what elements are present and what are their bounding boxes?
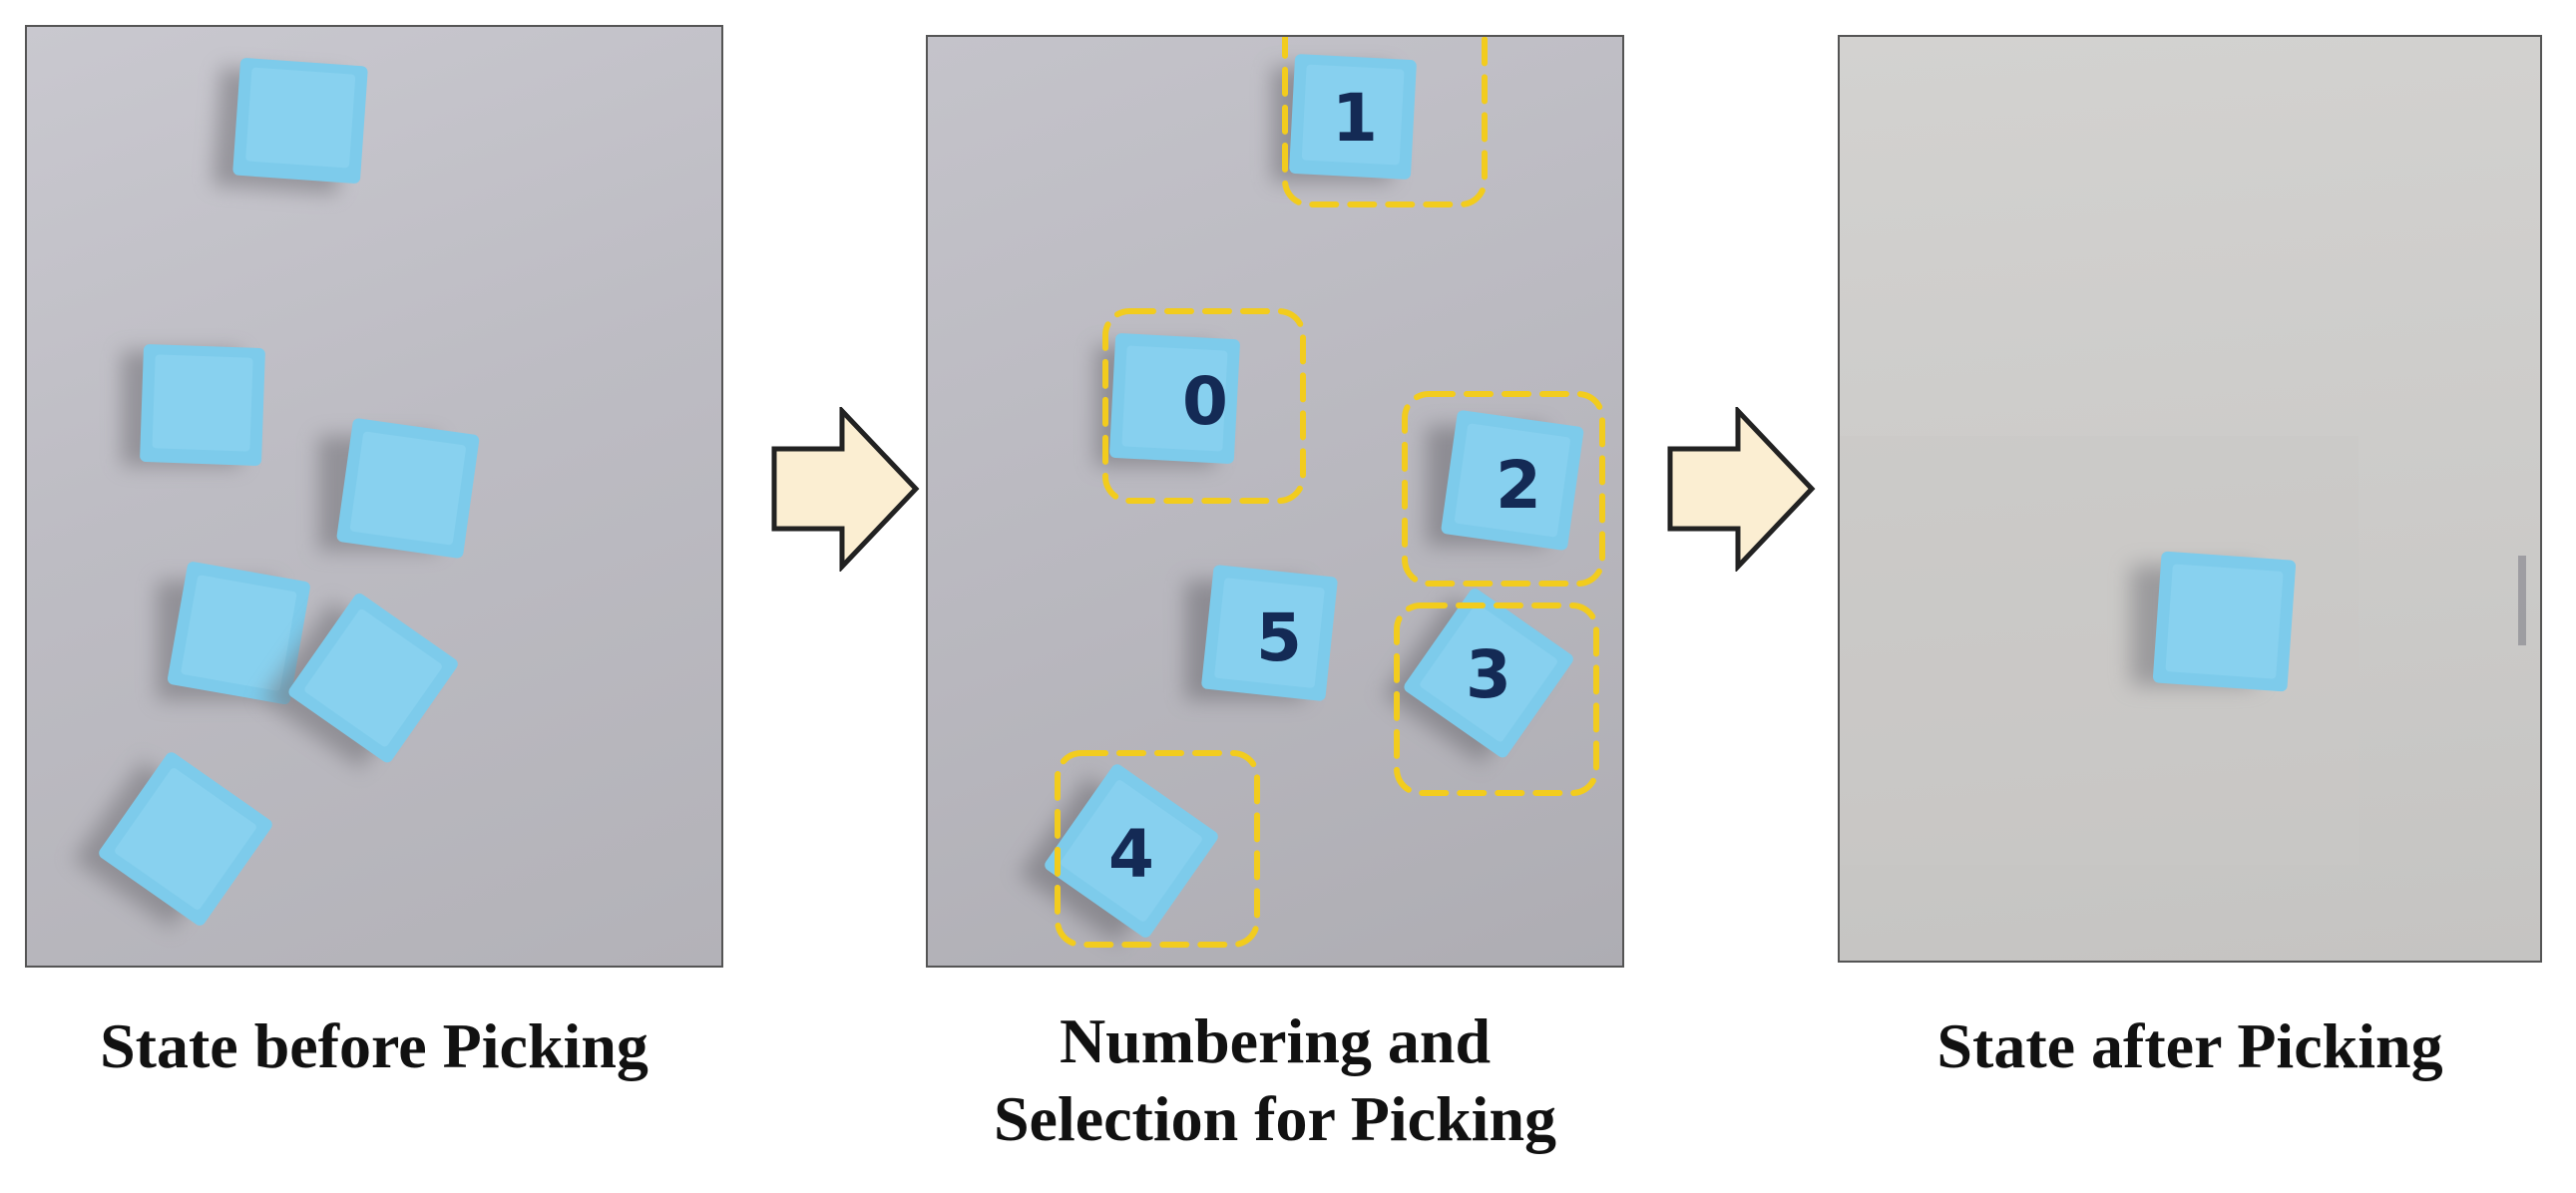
block [262, 594, 458, 769]
selection-box-0 [1102, 308, 1306, 504]
caption-line-2: Selection for Picking [993, 1083, 1557, 1154]
selection-box-2 [1402, 391, 1605, 587]
right-arrow-icon [1667, 407, 1816, 572]
block-label: 0 [1182, 363, 1228, 440]
selection-box-3 [1394, 602, 1599, 796]
block [318, 418, 480, 559]
block [213, 58, 368, 195]
block-1: 1 [1272, 54, 1417, 182]
block-label: 4 [1108, 816, 1154, 893]
block-5: 5 [1185, 565, 1338, 701]
caption-line-1: Numbering and [1059, 1005, 1492, 1076]
selection-box-4 [1055, 750, 1260, 948]
caption-before-picking: State before Picking [100, 1010, 648, 1081]
block-label: 3 [1466, 636, 1511, 713]
block-label: 2 [1496, 447, 1541, 524]
block [122, 344, 265, 466]
caption-numbering-selection: Numbering and Selection for Picking [876, 1002, 1674, 1158]
block [2131, 551, 2297, 692]
block-3: 3 [1383, 589, 1573, 764]
block-label: 1 [1332, 80, 1378, 157]
before-picking-photo [25, 25, 723, 968]
after-picking-photo [1838, 35, 2542, 963]
block [157, 562, 310, 705]
right-arrow-icon [771, 407, 920, 572]
block [73, 752, 272, 929]
selection-box-1 [1282, 37, 1488, 207]
numbering-selection-photo: 1 0 2 5 [926, 35, 1624, 968]
block-2: 2 [1427, 410, 1584, 551]
block-label: 5 [1256, 599, 1302, 676]
caption-after-picking: State after Picking [1936, 1010, 2443, 1081]
block-0: 0 [1095, 333, 1240, 466]
block-4: 4 [1019, 764, 1218, 944]
